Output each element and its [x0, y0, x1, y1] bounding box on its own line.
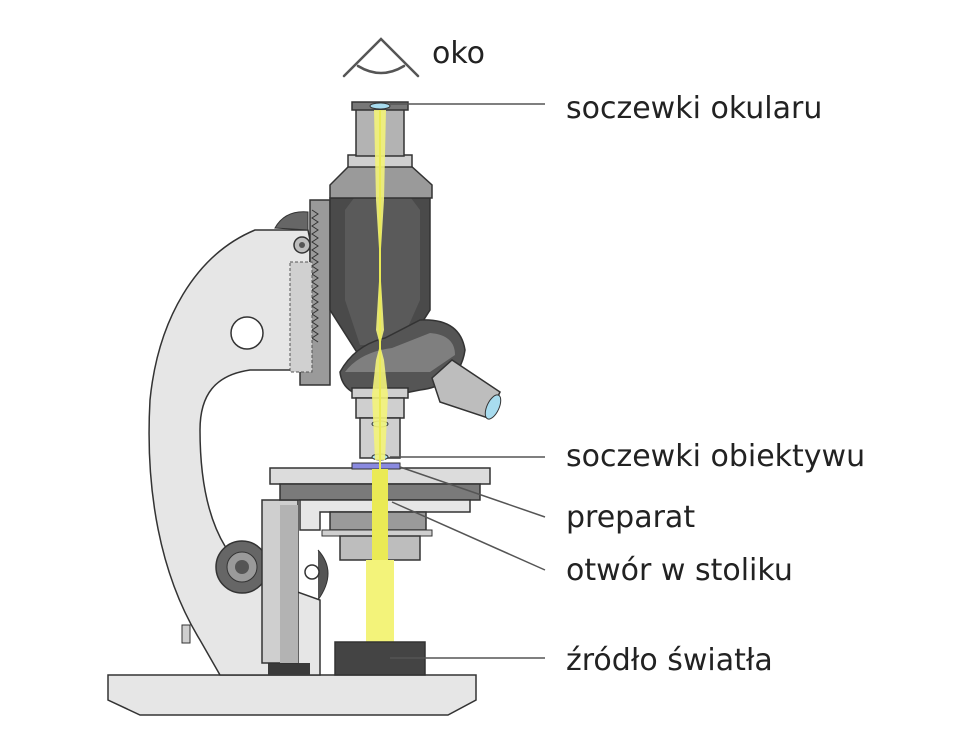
- arm-rack-cover: [289, 261, 313, 373]
- focus-rack-teeth: [311, 209, 319, 343]
- specimen-slide: [351, 462, 401, 470]
- condenser-knob: [304, 549, 329, 601]
- label-eyepiece-lenses: soczewki okularu: [566, 91, 822, 126]
- eye-iris-arc: [356, 64, 406, 75]
- eye-lid-shape: [342, 37, 420, 78]
- stage-column-inner: [280, 505, 298, 663]
- label-specimen: preparat: [566, 500, 695, 535]
- body-tube-highlight: [345, 190, 420, 345]
- microscope-base: [107, 674, 477, 716]
- stage-lower-frame: [299, 499, 471, 531]
- arm-small-tab: [181, 624, 191, 644]
- focus-knob: [215, 540, 269, 594]
- eye-symbol: [342, 37, 420, 78]
- light-path: [372, 110, 388, 560]
- arm-upper-knob: [274, 211, 309, 231]
- eyepiece-lens: [369, 102, 391, 110]
- nosepiece-face: [345, 333, 455, 372]
- leader-lines: [390, 103, 546, 659]
- label-light-source: źródło światła: [566, 643, 773, 678]
- leader-specimen: [399, 466, 546, 518]
- arm-foot: [268, 663, 310, 675]
- side-objective: [431, 359, 502, 420]
- microscope-arm: [148, 229, 321, 676]
- light-beam-lower: [366, 560, 394, 642]
- label-eye: oko: [432, 36, 485, 71]
- label-stage-opening: otwór w stoliku: [566, 553, 793, 588]
- leader-stage-opening: [391, 501, 546, 571]
- pinion-gear: [293, 236, 311, 254]
- arm-hole: [230, 316, 264, 350]
- label-objective-lenses: soczewki obiektywu: [566, 439, 865, 474]
